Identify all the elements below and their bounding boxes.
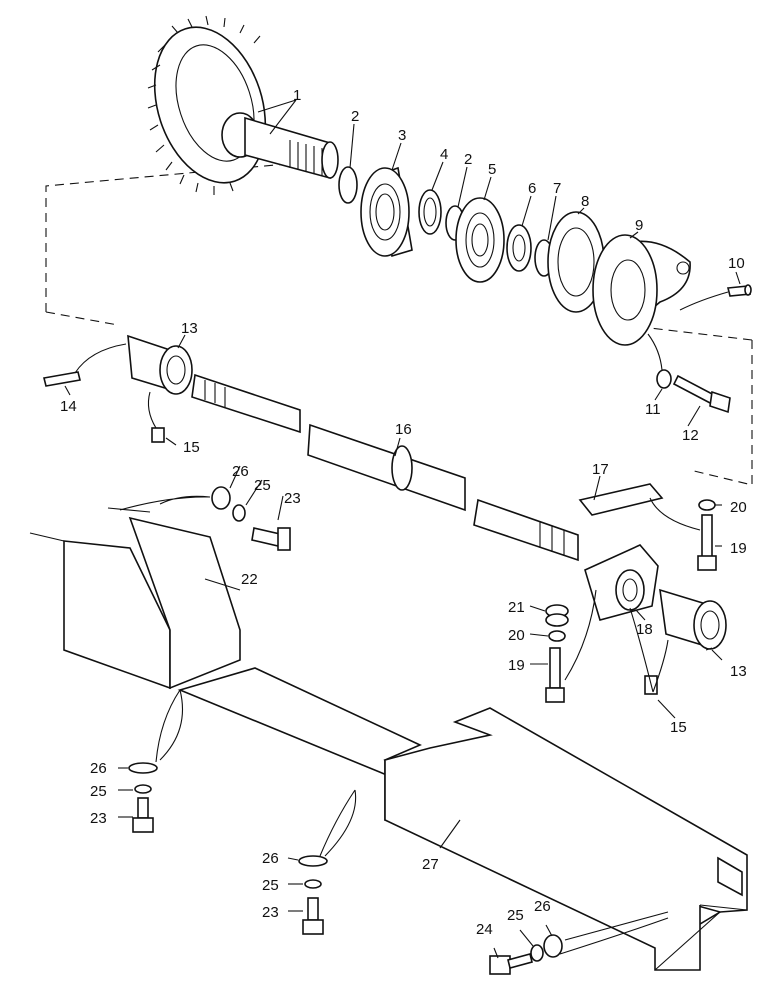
washer-25b [134, 784, 152, 794]
channel-guard-27 [177, 667, 748, 971]
label-2a: 2 [351, 108, 359, 125]
washer-20a [698, 499, 716, 511]
label-26c: 26 [262, 850, 279, 867]
bearing-housing-9 [592, 234, 691, 346]
label-10: 10 [728, 255, 745, 272]
bolt-19a [697, 514, 717, 571]
coupling-sleeve-13a [127, 334, 193, 395]
bolt-24 [489, 953, 533, 975]
bolt-23a [251, 527, 291, 551]
label-13a: 13 [181, 320, 198, 337]
washer-26c [298, 855, 328, 867]
label-12: 12 [682, 427, 699, 444]
crown-wheel-and-pinion [147, 15, 339, 195]
label-26d: 26 [534, 898, 551, 915]
bolt-19b [545, 647, 565, 703]
label-5: 5 [488, 161, 496, 178]
label-13b: 13 [730, 663, 747, 680]
label-19a: 19 [730, 540, 747, 557]
label-7: 7 [553, 180, 561, 197]
washer-26d [543, 934, 563, 958]
label-14: 14 [60, 398, 77, 415]
washer-20b [548, 630, 566, 642]
washer-25d [530, 944, 544, 962]
label-25a: 25 [254, 477, 271, 494]
bearing-3 [360, 166, 413, 258]
label-18: 18 [636, 621, 653, 638]
label-4: 4 [440, 146, 448, 163]
washer-25a [232, 504, 246, 522]
label-25b: 25 [90, 783, 107, 800]
label-23b: 23 [90, 810, 107, 827]
label-9: 9 [635, 217, 643, 234]
label-11: 11 [645, 401, 661, 418]
washer-26a [211, 486, 231, 510]
label-26a: 26 [232, 463, 249, 480]
bolt-23c [302, 897, 324, 935]
label-3: 3 [398, 127, 406, 144]
label-2b: 2 [464, 151, 472, 168]
circlip-2a [338, 166, 358, 204]
ring-4 [418, 189, 442, 235]
drive-shaft-16 [191, 373, 579, 562]
washer-26b [128, 762, 158, 774]
label-20a: 20 [730, 499, 747, 516]
label-17: 17 [592, 461, 609, 478]
key-14 [43, 371, 81, 387]
dashed-group-boundary [45, 159, 753, 486]
bolt-23b [132, 797, 154, 833]
plate-17 [578, 483, 664, 516]
label-21: 21 [508, 599, 525, 616]
label-25d: 25 [507, 907, 524, 924]
washer-25c [304, 879, 322, 889]
guard-22 [29, 507, 241, 690]
leader-lines [64, 99, 741, 959]
label-24: 24 [476, 921, 493, 938]
label-15b: 15 [670, 719, 687, 736]
label-25c: 25 [262, 877, 279, 894]
callout-labels: 1 2 3 4 2 5 6 7 8 9 10 11 12 13 14 15 16… [60, 87, 747, 938]
label-23c: 23 [262, 904, 279, 921]
label-19b: 19 [508, 657, 525, 674]
bolt-12 [672, 374, 731, 414]
label-26b: 26 [90, 760, 107, 777]
label-8: 8 [581, 193, 589, 210]
label-1: 1 [293, 87, 301, 104]
coupling-sleeve-13b [659, 588, 727, 650]
nut-6 [506, 224, 532, 272]
spacer-21 [545, 604, 569, 627]
label-20b: 20 [508, 627, 525, 644]
label-6: 6 [528, 180, 536, 197]
label-23a: 23 [284, 490, 301, 507]
label-15a: 15 [183, 439, 200, 456]
grease-nipple-15a [151, 427, 165, 443]
bearing-block-18 [584, 544, 659, 621]
washer-11 [656, 369, 672, 389]
pin-10 [726, 284, 752, 297]
label-22: 22 [241, 571, 258, 588]
label-16: 16 [395, 421, 412, 438]
label-27: 27 [422, 856, 439, 873]
bearing-5 [455, 197, 505, 283]
